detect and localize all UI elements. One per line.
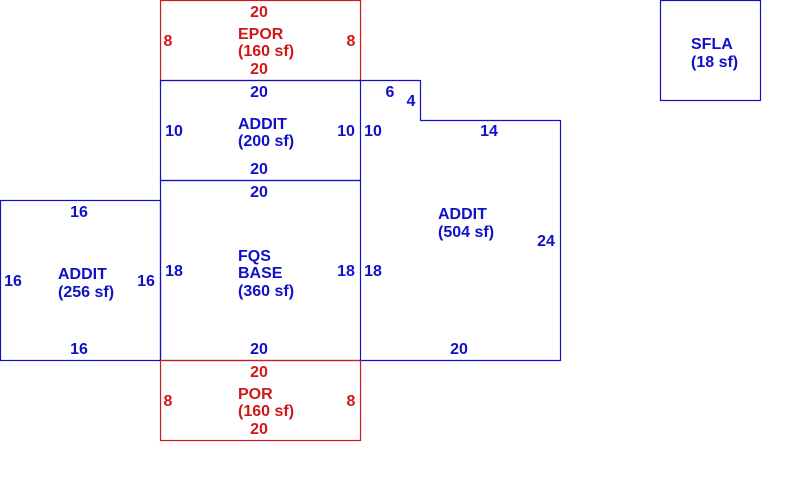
por-right-dim: 8 (347, 393, 356, 410)
epor-right-dim: 8 (347, 33, 356, 50)
epor-left-dim: 8 (164, 33, 173, 50)
addit-200-area[interactable]: 20 10 10 ADDIT (200 sf) 20 (159, 79, 362, 182)
epor-top-dim: 20 (250, 4, 268, 21)
addit-200-bottom-dim: 20 (250, 161, 268, 178)
addit-200-area-sf: (200 sf) (238, 133, 294, 150)
por-outline (159, 359, 362, 442)
addit-504-area-sf: (504 sf) (438, 224, 494, 241)
addit-256-area-sf: (256 sf) (58, 284, 114, 301)
addit-256-name: ADDIT (58, 266, 107, 283)
addit-504-notch-top-dim: 6 (386, 84, 395, 101)
por-left-dim: 8 (164, 393, 173, 410)
sfla-area[interactable]: SFLA (18 sf) (659, 0, 762, 102)
addit-200-right-dim: 10 (337, 123, 355, 140)
base-area-sf: (360 sf) (238, 283, 294, 300)
addit-504-left-upper-dim: 10 (364, 123, 382, 140)
addit-256-left-dim: 16 (4, 273, 22, 290)
base-area[interactable]: 20 18 18 FQS BASE (360 sf) 20 (159, 179, 362, 362)
addit-256-area[interactable]: 16 16 16 ADDIT (256 sf) 16 (0, 199, 162, 362)
addit-504-left-lower-dim: 18 (364, 263, 382, 280)
sfla-area-sf: (18 sf) (691, 54, 738, 71)
addit-200-name: ADDIT (238, 116, 287, 133)
base-name-line2: BASE (238, 265, 283, 282)
base-name-line1: FQS (238, 248, 271, 265)
addit-504-name: ADDIT (438, 206, 487, 223)
por-name: POR (238, 386, 273, 403)
sfla-outline (659, 0, 762, 102)
por-bottom-dim: 20 (250, 421, 268, 438)
addit-504-top-dim: 14 (480, 123, 498, 140)
addit-256-bottom-dim: 16 (70, 341, 88, 358)
addit-504-outline (360, 79, 562, 362)
epor-bottom-dim: 20 (250, 61, 268, 78)
addit-504-bottom-dim: 20 (450, 341, 468, 358)
por-top-dim: 20 (250, 364, 268, 381)
por-area-sf: (160 sf) (238, 403, 294, 420)
addit-256-top-dim: 16 (70, 204, 88, 221)
addit-504-area[interactable]: 6 4 14 10 18 24 ADDIT (504 sf) 20 (360, 79, 562, 362)
addit-504-notch-side-dim: 4 (407, 93, 416, 110)
epor-name: EPOR (238, 26, 284, 43)
addit-256-outline (0, 199, 162, 362)
addit-256-right-dim: 16 (137, 273, 155, 290)
base-right-dim: 18 (337, 263, 355, 280)
addit-200-top-dim: 20 (250, 84, 268, 101)
base-bottom-dim: 20 (250, 341, 268, 358)
addit-200-left-dim: 10 (165, 123, 183, 140)
epor-area[interactable]: 20 8 8 EPOR (160 sf) 20 (159, 0, 362, 82)
base-left-dim: 18 (165, 263, 183, 280)
addit-504-right-dim: 24 (537, 233, 555, 250)
epor-area-sf: (160 sf) (238, 43, 294, 60)
sfla-name: SFLA (691, 36, 733, 53)
base-top-dim: 20 (250, 184, 268, 201)
por-area[interactable]: 20 8 8 POR (160 sf) 20 (159, 359, 362, 442)
